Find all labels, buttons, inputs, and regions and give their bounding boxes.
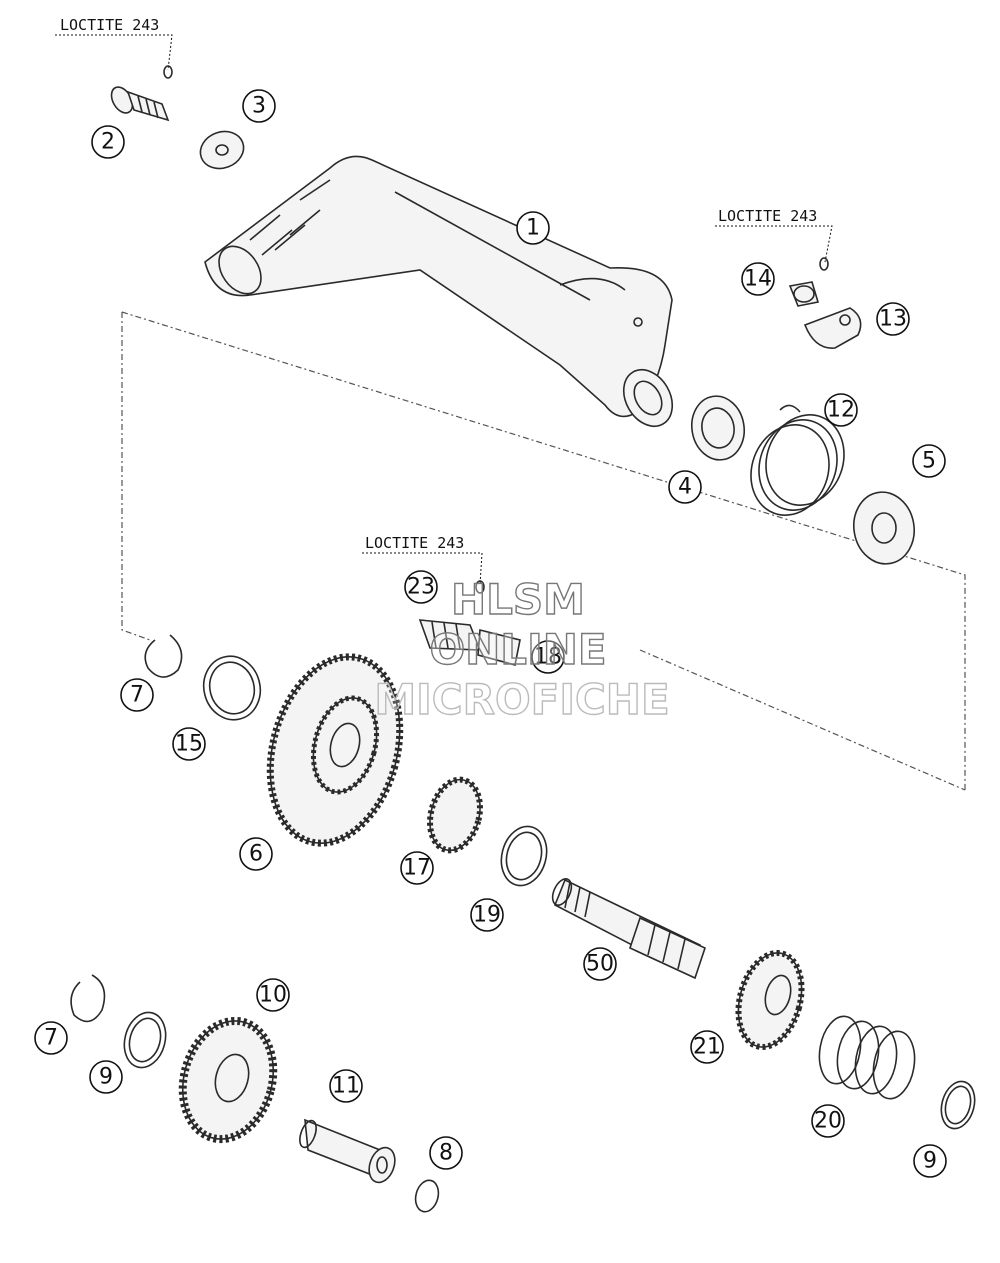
svg-text:19: 19 (473, 903, 501, 928)
svg-text:20: 20 (814, 1109, 842, 1134)
callout-6: 6 (239, 837, 273, 871)
assembly-dash-line-2 (121, 311, 966, 791)
part-kick-lever (204, 155, 674, 428)
callout-9-left: 9 (89, 1060, 123, 1094)
callout-18: 18 (531, 640, 565, 674)
svg-text:7: 7 (44, 1026, 58, 1051)
part-gear-10 (178, 1016, 278, 1144)
callout-10: 10 (256, 978, 290, 1012)
loctite-leader-2 (715, 225, 833, 263)
callout-50: 50 (583, 947, 617, 981)
svg-text:6: 6 (249, 842, 263, 867)
callout-9-right: 9 (913, 1144, 947, 1178)
part-washer-5 (853, 491, 915, 565)
callout-13: 13 (876, 302, 910, 336)
part-bracket-13 (803, 307, 862, 349)
part-ratchet-17 (427, 776, 483, 854)
callout-1: 1 (516, 211, 550, 245)
callout-20: 20 (811, 1104, 845, 1138)
svg-text:15: 15 (175, 732, 203, 757)
svg-text:9: 9 (99, 1065, 113, 1090)
svg-text:50: 50 (586, 952, 614, 977)
callout-23: 23 (404, 570, 438, 604)
loctite-note-1: LOCTITE 243 (60, 16, 159, 34)
loctite-drop-2 (819, 257, 829, 271)
part-bushing-11 (299, 1118, 396, 1184)
svg-text:17: 17 (403, 856, 431, 881)
callout-21: 21 (690, 1030, 724, 1064)
part-screw-18 (418, 619, 521, 666)
callout-8: 8 (429, 1136, 463, 1170)
part-ring-8 (414, 1179, 440, 1213)
callout-19: 19 (470, 898, 504, 932)
loctite-note-3: LOCTITE 243 (365, 534, 464, 552)
callout-7-upper: 7 (120, 678, 154, 712)
part-washer-15 (202, 655, 262, 721)
svg-text:3: 3 (252, 94, 266, 119)
part-bolt-2 (110, 86, 170, 122)
callout-3: 3 (242, 89, 276, 123)
svg-text:18: 18 (534, 645, 562, 670)
loctite-leader-3 (362, 552, 483, 586)
svg-text:4: 4 (678, 475, 692, 500)
watermark-line-2: ONLINE (429, 625, 606, 674)
svg-text:2: 2 (101, 130, 115, 155)
part-washer-3 (199, 130, 245, 170)
part-gear-6 (266, 653, 404, 847)
callout-5: 5 (912, 444, 946, 478)
part-bolt-14 (788, 281, 820, 307)
svg-text:7: 7 (130, 683, 144, 708)
watermark-line-3: MICROFICHE (374, 675, 669, 724)
part-gear-21 (735, 949, 805, 1051)
loctite-note-2: LOCTITE 243 (718, 207, 817, 225)
callout-12: 12 (824, 393, 858, 427)
callout-15: 15 (172, 727, 206, 761)
svg-text:14: 14 (744, 267, 772, 292)
callout-14: 14 (741, 262, 775, 296)
part-washer-19 (500, 825, 548, 887)
watermark-line-1: HLSM (451, 575, 585, 624)
part-circlip-7-lower (70, 974, 106, 1023)
assembly-dash-line (121, 312, 151, 641)
callout-2: 2 (91, 125, 125, 159)
svg-text:23: 23 (407, 575, 435, 600)
loctite-drop-1 (163, 65, 173, 79)
part-circlip-7-upper (144, 634, 183, 678)
svg-text:21: 21 (693, 1035, 721, 1060)
loctite-drop-3 (475, 580, 485, 594)
svg-text:8: 8 (439, 1141, 453, 1166)
part-washer-9-left (123, 1011, 167, 1069)
loctite-leader-1 (55, 34, 173, 71)
callout-4: 4 (668, 470, 702, 504)
part-spring-12 (750, 404, 845, 516)
svg-text:12: 12 (827, 398, 855, 423)
svg-text:11: 11 (332, 1074, 360, 1099)
part-seal-4 (690, 395, 746, 461)
callout-11: 11 (329, 1069, 363, 1103)
svg-text:5: 5 (922, 449, 936, 474)
part-spring-20 (818, 1015, 916, 1100)
svg-text:9: 9 (923, 1149, 937, 1174)
svg-text:10: 10 (259, 983, 287, 1008)
part-washer-9-right (940, 1080, 976, 1130)
callout-17: 17 (400, 851, 434, 885)
part-shaft-50 (551, 878, 706, 980)
svg-text:1: 1 (526, 216, 540, 241)
svg-text:13: 13 (879, 307, 907, 332)
callout-7-lower: 7 (34, 1021, 68, 1055)
